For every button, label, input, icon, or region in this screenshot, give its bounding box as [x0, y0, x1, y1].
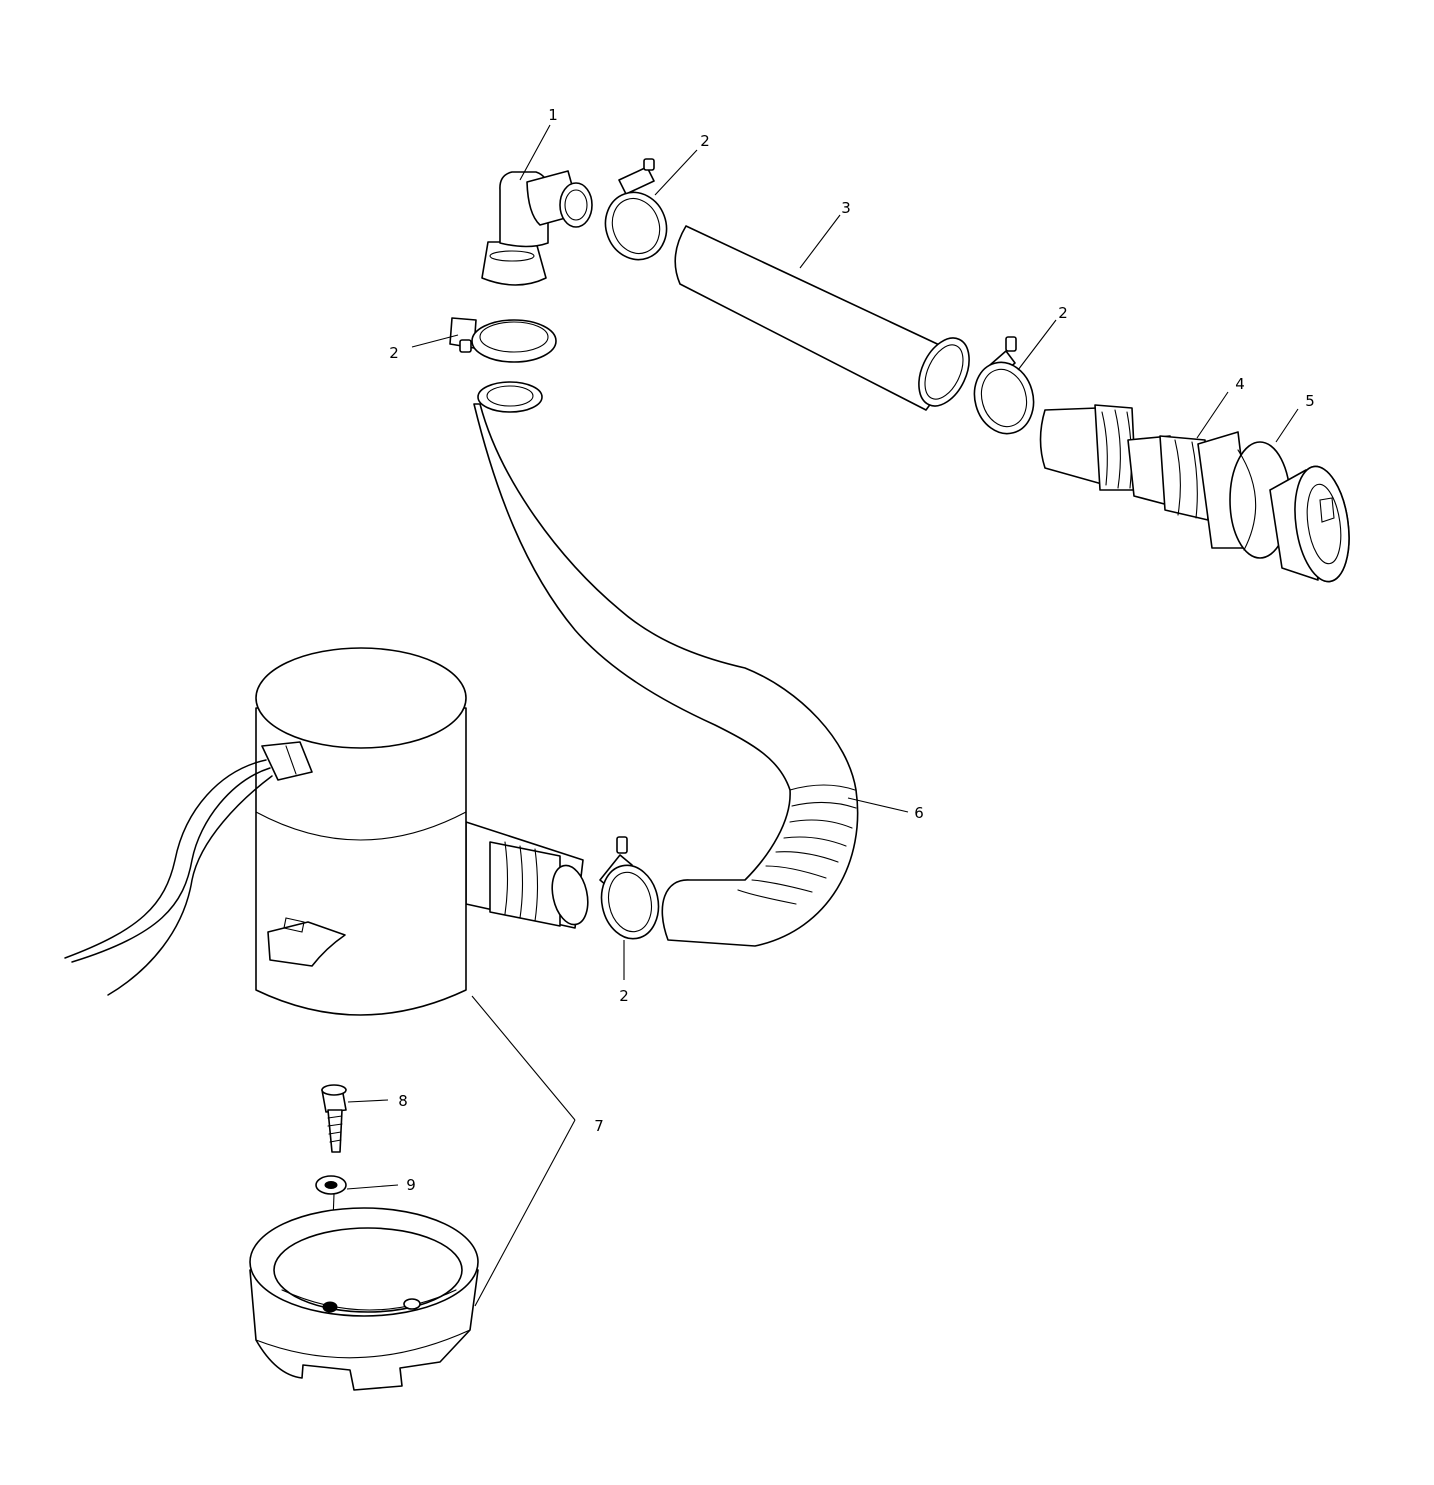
hose-clamp-left	[449, 317, 557, 363]
callout-5: 5	[1305, 392, 1315, 410]
washer	[315, 1175, 347, 1195]
callout-2-top: 2	[700, 132, 710, 150]
curved-hose	[473, 381, 859, 947]
thru-hull-fitting	[1039, 404, 1209, 521]
callout-6: 6	[914, 804, 924, 822]
bilge-pump	[255, 647, 589, 1016]
callout-2-bottom: 2	[619, 987, 629, 1005]
hose-clamp-lower	[599, 836, 660, 940]
callout-2-left: 2	[389, 344, 399, 362]
callout-numbers: 1 2 3 2 2 4 5 6 2 7 8 9	[389, 106, 1315, 1194]
callout-8: 8	[398, 1092, 408, 1110]
callout-9: 9	[406, 1176, 416, 1194]
pump-wires	[64, 759, 273, 996]
leader-lines	[346, 124, 1299, 1307]
callout-7: 7	[594, 1117, 604, 1135]
callout-2-right: 2	[1058, 304, 1068, 322]
thru-hull-flange	[1197, 431, 1350, 583]
pump-base	[249, 1207, 479, 1391]
callout-1: 1	[548, 106, 558, 124]
hose-clamp-upper	[604, 158, 668, 261]
straight-hose	[674, 225, 970, 411]
elbow-fitting	[481, 170, 593, 286]
callout-4: 4	[1235, 375, 1245, 393]
hose-clamp-right	[973, 336, 1035, 435]
screw	[321, 1084, 347, 1153]
callout-3: 3	[841, 199, 851, 217]
